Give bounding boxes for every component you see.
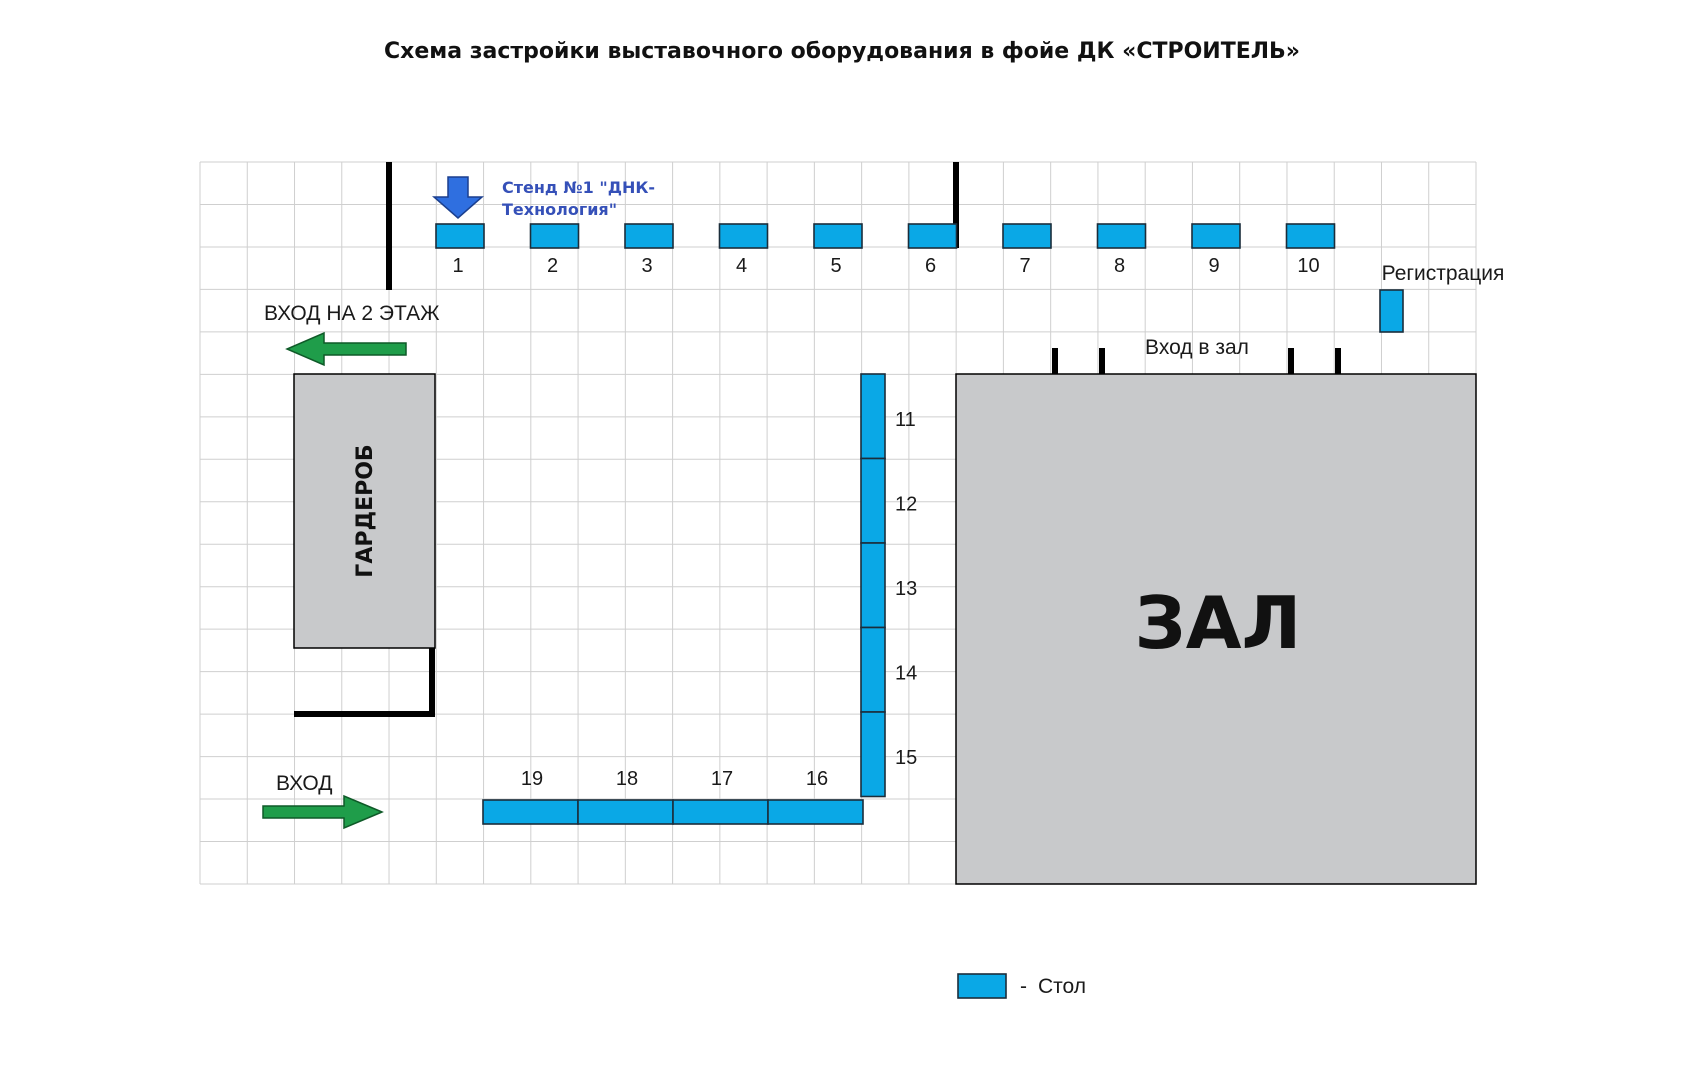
hall-room bbox=[955, 373, 1477, 885]
table bbox=[767, 799, 864, 825]
table-number: 9 bbox=[1208, 255, 1219, 277]
table bbox=[577, 799, 674, 825]
table-number: 4 bbox=[736, 255, 747, 277]
stand-label-line1: Стенд №1 "ДНК- bbox=[502, 178, 655, 197]
wall-wardrobe-corner bbox=[294, 648, 435, 717]
registration-table bbox=[1379, 289, 1404, 333]
table bbox=[860, 626, 886, 713]
table bbox=[1191, 223, 1241, 249]
table-number: 14 bbox=[895, 663, 917, 685]
table bbox=[860, 711, 886, 798]
arrow-down-icon bbox=[432, 176, 484, 219]
table-number: 11 bbox=[895, 409, 916, 431]
table bbox=[1096, 223, 1147, 249]
entrance-floor2-label: ВХОД НА 2 ЭТАЖ bbox=[264, 302, 440, 325]
table-number: 8 bbox=[1114, 255, 1125, 277]
hall-entrance-label: Вход в зал bbox=[1145, 336, 1249, 359]
table bbox=[860, 457, 886, 544]
table-number: 3 bbox=[641, 255, 652, 277]
table-number: 1 bbox=[452, 255, 463, 277]
arrow-left-icon bbox=[285, 331, 407, 367]
page-title: Схема застройки выставочного оборудовани… bbox=[384, 39, 1300, 64]
table bbox=[672, 799, 769, 825]
table bbox=[529, 223, 580, 249]
table bbox=[718, 223, 769, 249]
table-number: 7 bbox=[1019, 255, 1030, 277]
registration-label: Регистрация bbox=[1382, 262, 1505, 285]
table-number: 5 bbox=[830, 255, 841, 277]
wardrobe-label: ГАРДЕРОБ bbox=[353, 444, 378, 577]
legend-table-swatch bbox=[957, 973, 1007, 999]
vertical-column-tables: 11 12 13 14 15 bbox=[860, 373, 917, 798]
table-number: 12 bbox=[895, 494, 917, 516]
arrow-right-icon bbox=[262, 794, 384, 830]
table bbox=[860, 542, 886, 629]
table-number: 2 bbox=[547, 255, 558, 277]
table bbox=[624, 223, 674, 249]
legend-text: Стол bbox=[1038, 975, 1086, 998]
table bbox=[860, 373, 886, 460]
table-number: 16 bbox=[806, 768, 828, 790]
table-number: 19 bbox=[521, 768, 543, 790]
table-number: 18 bbox=[616, 768, 638, 790]
wardrobe-room bbox=[293, 373, 436, 649]
table bbox=[482, 799, 579, 825]
table-number: 17 bbox=[711, 768, 733, 790]
top-row-tables: 1 2 3 4 5 6 7 8 9 10 bbox=[435, 223, 1336, 277]
table bbox=[907, 223, 958, 249]
table bbox=[813, 223, 863, 249]
bottom-row-tables: 19 18 17 16 bbox=[482, 768, 864, 825]
table-number: 15 bbox=[895, 747, 917, 769]
entrance-label: ВХОД bbox=[276, 772, 333, 795]
table bbox=[435, 223, 485, 249]
table bbox=[1285, 223, 1336, 249]
table-number: 6 bbox=[925, 255, 936, 277]
table-number: 13 bbox=[895, 578, 917, 600]
table-number: 10 bbox=[1297, 255, 1319, 277]
stand-label-line2: Технология" bbox=[502, 200, 617, 219]
legend-dash: - bbox=[1020, 975, 1027, 998]
table bbox=[1002, 223, 1052, 249]
hall-label: ЗАЛ bbox=[1135, 581, 1302, 665]
